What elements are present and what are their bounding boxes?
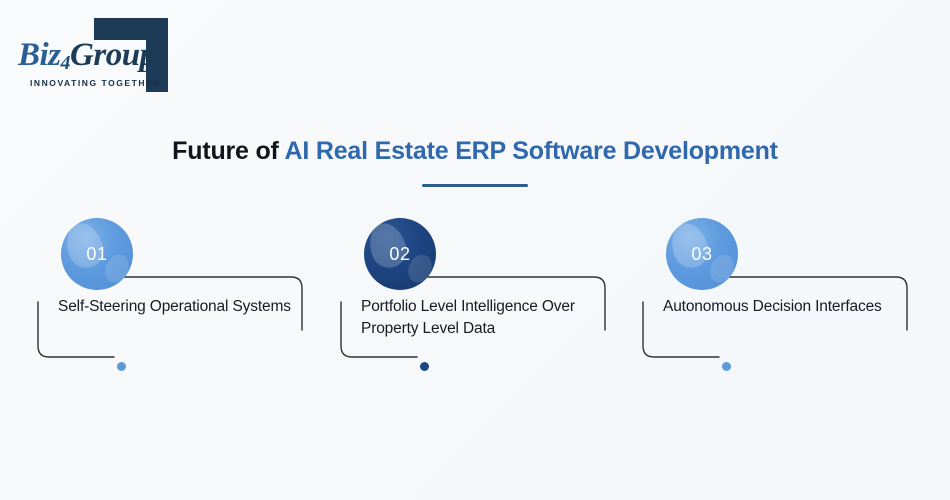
card-number: 01 bbox=[86, 243, 108, 264]
logo-word-four: 4 bbox=[60, 52, 71, 74]
card-title: Portfolio Level Intelligence Over Proper… bbox=[361, 298, 575, 337]
logo-tagline: INNOVATING TOGETHER bbox=[30, 78, 161, 88]
card-item: 03 Autonomous Decision Interfaces bbox=[637, 212, 922, 382]
card-title: Self-Steering Operational Systems bbox=[58, 298, 291, 315]
title-block: Future of AI Real Estate ERP Software De… bbox=[0, 134, 950, 187]
card-end-dot bbox=[722, 362, 731, 371]
card-number: 03 bbox=[691, 243, 713, 264]
card-number-badge: 01 bbox=[61, 218, 133, 290]
logo-wordmark: Biz4Group bbox=[18, 36, 168, 76]
card-item: 02 Portfolio Level Intelligence Over Pro… bbox=[335, 212, 620, 382]
card-title: Autonomous Decision Interfaces bbox=[663, 298, 882, 315]
title-underline-rule bbox=[422, 184, 528, 187]
card-item: 01 Self-Steering Operational Systems bbox=[32, 212, 317, 382]
card-number-badge: 03 bbox=[666, 218, 738, 290]
logo-word-group: Group bbox=[70, 37, 156, 73]
card-number: 02 bbox=[389, 243, 411, 264]
page-title-lead: Future of bbox=[172, 137, 285, 165]
logo-bracket-icon bbox=[94, 18, 168, 92]
cards-row: 01 Self-Steering Operational Systems 02 … bbox=[0, 212, 950, 382]
card-end-dot bbox=[117, 362, 126, 371]
card-number-badge: 02 bbox=[364, 218, 436, 290]
page-title: Future of AI Real Estate ERP Software De… bbox=[0, 134, 950, 168]
page-title-accent: AI Real Estate ERP Software Development bbox=[284, 137, 778, 165]
logo-word-biz: Biz bbox=[18, 37, 61, 73]
card-end-dot bbox=[420, 362, 429, 371]
brand-logo: Biz4Group INNOVATING TOGETHER bbox=[18, 16, 183, 92]
